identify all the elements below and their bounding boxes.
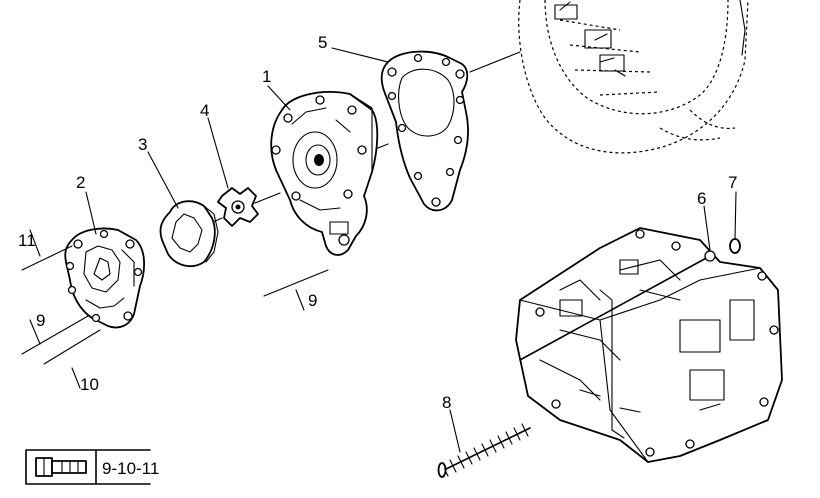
callout-6: 6: [697, 189, 706, 208]
callout-5: 5: [318, 33, 327, 52]
transmission-case: [515, 227, 783, 463]
bolt-icon: [35, 457, 87, 477]
pump-cover-part-2: [64, 227, 145, 329]
ref-label-10: 10: [80, 375, 99, 394]
axis-line: [469, 51, 521, 73]
legend-code: 9-10-11: [102, 459, 159, 478]
callout-8: 8: [442, 393, 451, 412]
legend-box: 9-10-11: [25, 449, 159, 485]
leader-lines: [21, 47, 737, 453]
gasket-part-5: [380, 50, 469, 212]
callout-7: 7: [728, 173, 737, 192]
callout-4: 4: [200, 101, 209, 120]
transmission-housing: [518, 0, 749, 154]
callout-2: 2: [76, 173, 85, 192]
rotor-part-4: [217, 187, 259, 227]
ref-label-11: 11: [18, 231, 36, 250]
callout-3: 3: [138, 135, 147, 154]
callout-1: 1: [262, 67, 271, 86]
pump-housing-part-1: [270, 91, 379, 256]
outer-ring-part-3: [159, 200, 219, 268]
ref-label-9b: 9: [308, 291, 317, 310]
ref-label-9a: 9: [36, 311, 45, 330]
o-ring-part-7: [729, 238, 741, 254]
spring-part-8: [437, 423, 531, 478]
